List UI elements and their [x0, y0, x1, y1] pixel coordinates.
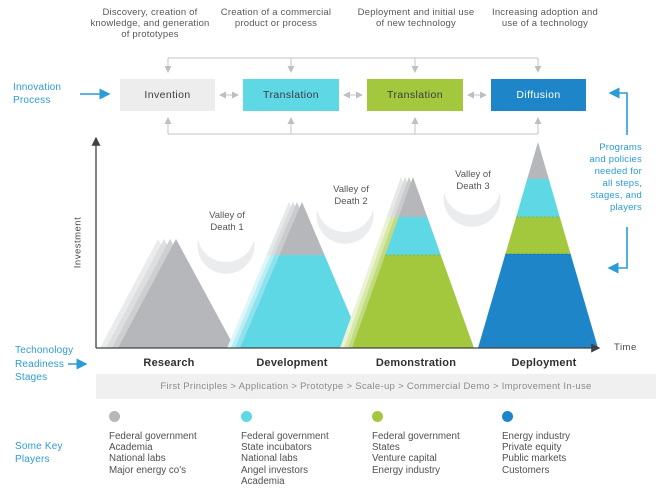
- stage-research: Research: [143, 357, 195, 369]
- mountain-research: [100, 239, 235, 348]
- axes: [91, 136, 601, 353]
- valley-crescent-2: [316, 210, 374, 244]
- box-translation-2: Translation: [367, 79, 463, 111]
- box-invention: Invention: [120, 79, 215, 111]
- players-column-development: Federal government State incubators Nati…: [241, 411, 369, 487]
- flow-loop-arrows: [164, 57, 542, 135]
- demonstration-dot-icon: [372, 411, 383, 422]
- description-invention: Discovery, creation of knowledge, and ge…: [90, 7, 210, 40]
- players-column-research: Federal government Academia National lab…: [109, 411, 237, 476]
- x-axis-label: Time: [614, 342, 637, 353]
- mountain-demonstration: [340, 177, 474, 348]
- valley-crescent-1: [197, 240, 255, 274]
- blue-pointer-arrows: [68, 87, 628, 370]
- box-translation-1: Translation: [243, 79, 339, 111]
- stage-demonstration: Demonstration: [375, 357, 457, 369]
- research-dot-icon: [109, 411, 120, 422]
- programs-policies-label: Programs and policies needed for all ste…: [589, 142, 642, 213]
- valley-of-death-1-label: Valley of Death 1: [209, 210, 245, 233]
- programs-top-bracket: [608, 87, 628, 135]
- players-column-deployment: Energy industry Private equity Public ma…: [502, 411, 630, 476]
- mountain-deployment: [478, 142, 598, 348]
- description-diffusion: Increasing adoption and use of a technol…: [491, 7, 598, 29]
- box-diffusion: Diffusion: [491, 79, 586, 111]
- deployment-dot-icon: [502, 411, 513, 422]
- stage-deployment: Deployment: [511, 357, 577, 369]
- valley-crescent-3: [443, 193, 501, 227]
- y-axis-label: Investment: [72, 216, 84, 269]
- trl-bar: First Principles > Application > Prototy…: [96, 374, 656, 399]
- description-translation2: Deployment and initial use of new techno…: [357, 7, 475, 29]
- technology-readiness-label: Techonology Readiness Stages: [15, 345, 74, 383]
- development-dot-icon: [241, 411, 252, 422]
- innovation-process-label: Innovation Process: [13, 82, 62, 106]
- valley-of-death-2-label: Valley of Death 2: [333, 184, 369, 207]
- valley-crescents: [197, 193, 501, 274]
- valley-of-death-3-label: Valley of Death 3: [455, 169, 491, 192]
- stage-development: Development: [256, 357, 328, 369]
- players-column-demonstration: Federal government States Venture capita…: [372, 411, 500, 476]
- mountain-development: [227, 202, 364, 348]
- some-key-players-label: Some Key Players: [15, 441, 63, 465]
- programs-bottom-bracket: [607, 227, 628, 274]
- description-translation1: Creation of a commercial product or proc…: [220, 7, 332, 29]
